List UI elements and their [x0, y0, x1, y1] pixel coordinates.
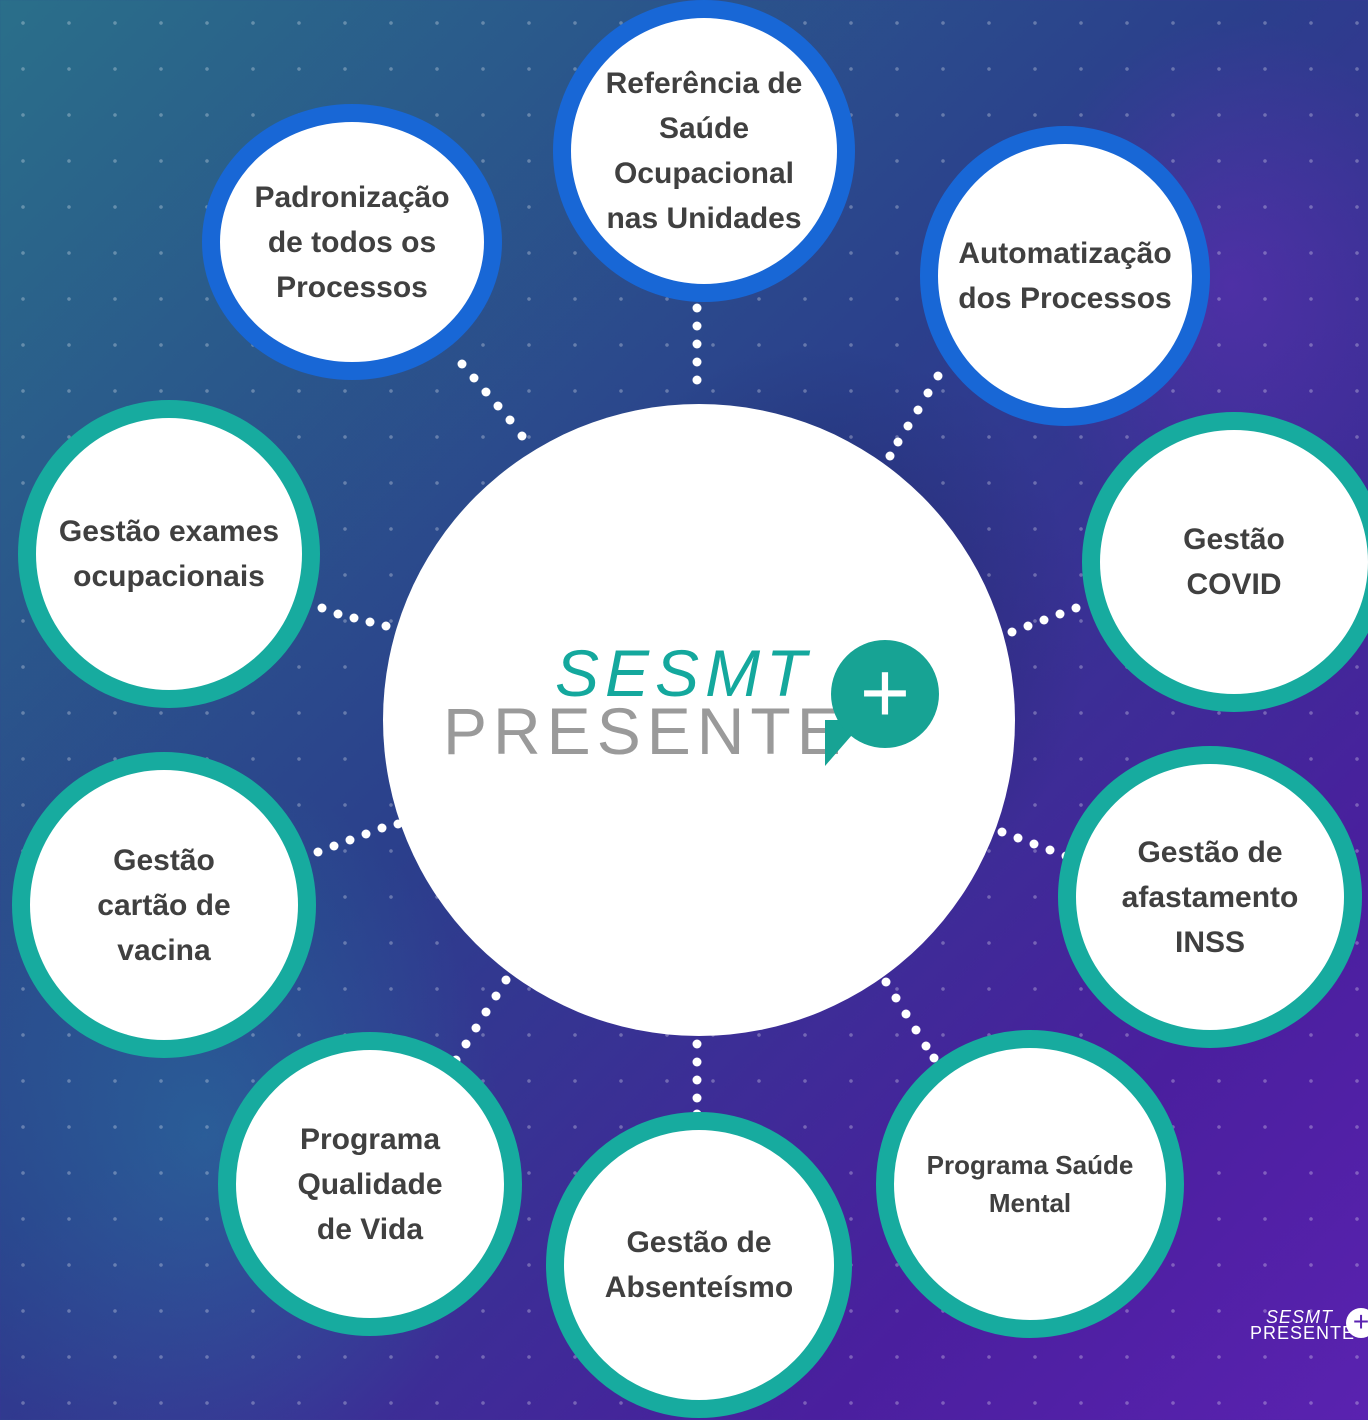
node-gestao-cartao-vacina: Gestão cartão de vacina	[12, 752, 316, 1058]
connector-left-upper	[317, 603, 391, 631]
node-programa-qualidade-vida: Programa Qualidade de Vida	[218, 1032, 522, 1336]
node-label: Programa Saúde Mental	[926, 1150, 1134, 1218]
node-gestao-covid: Gestão COVID	[1082, 412, 1368, 712]
corner-plus-icon: +	[1346, 1308, 1368, 1338]
node-label: Gestão de Absenteísmo	[604, 1226, 794, 1304]
connector-top	[692, 303, 702, 385]
connector-top-left	[457, 359, 527, 441]
node-label: Gestão cartão de vacina	[97, 843, 231, 967]
node-label: Padronização de todos os Processos	[254, 180, 450, 304]
connector-bottom	[692, 1039, 702, 1119]
node-padronizacao-processos: Padronização de todos os Processos	[202, 104, 502, 380]
corner-logo: SESMT PRESENTE +	[1250, 1306, 1368, 1346]
connector-right-lower	[997, 827, 1071, 861]
corner-logo-line-1: SESMT	[1266, 1307, 1334, 1327]
node-gestao-exames-ocupacionais: Gestão exames ocupacionais	[18, 400, 320, 708]
node-label: Programa Qualidade de Vida	[297, 1122, 443, 1246]
node-referencia-saude-ocupacional: Referência de Saúde Ocupacional nas Unid…	[553, 0, 855, 302]
node-label: Referência de Saúde Ocupacional nas Unid…	[605, 67, 803, 235]
node-automatizacao-processos: Automatização dos Processos	[920, 126, 1210, 426]
corner-logo-line-2: PRESENTE	[1250, 1323, 1356, 1343]
node-programa-saude-mental: Programa Saúde Mental	[876, 1030, 1184, 1338]
node-label: Gestão de afastamento INSS	[1121, 835, 1299, 959]
sesmt-presente-logo: SESMT PRESENTE +	[443, 640, 943, 770]
speech-bubble-icon	[831, 640, 939, 748]
connector-right-upper	[1007, 603, 1081, 637]
connector-top-right	[885, 371, 943, 461]
node-label: Gestão COVID	[1183, 523, 1285, 601]
node-gestao-afastamento-inss: Gestão de afastamento INSS	[1058, 746, 1362, 1048]
connector-bottom-right	[881, 977, 939, 1063]
logo-line-2: PRESENTE	[443, 694, 847, 768]
node-label: Gestão exames ocupacionais	[58, 515, 280, 593]
plus-icon: +	[859, 645, 911, 741]
connector-bottom-left	[451, 975, 511, 1065]
connector-left-lower	[313, 819, 403, 857]
node-label: Automatização dos Processos	[958, 237, 1172, 315]
node-gestao-absenteismo: Gestão de Absenteísmo	[546, 1112, 852, 1418]
logo-line-1: SESMT	[555, 636, 813, 710]
